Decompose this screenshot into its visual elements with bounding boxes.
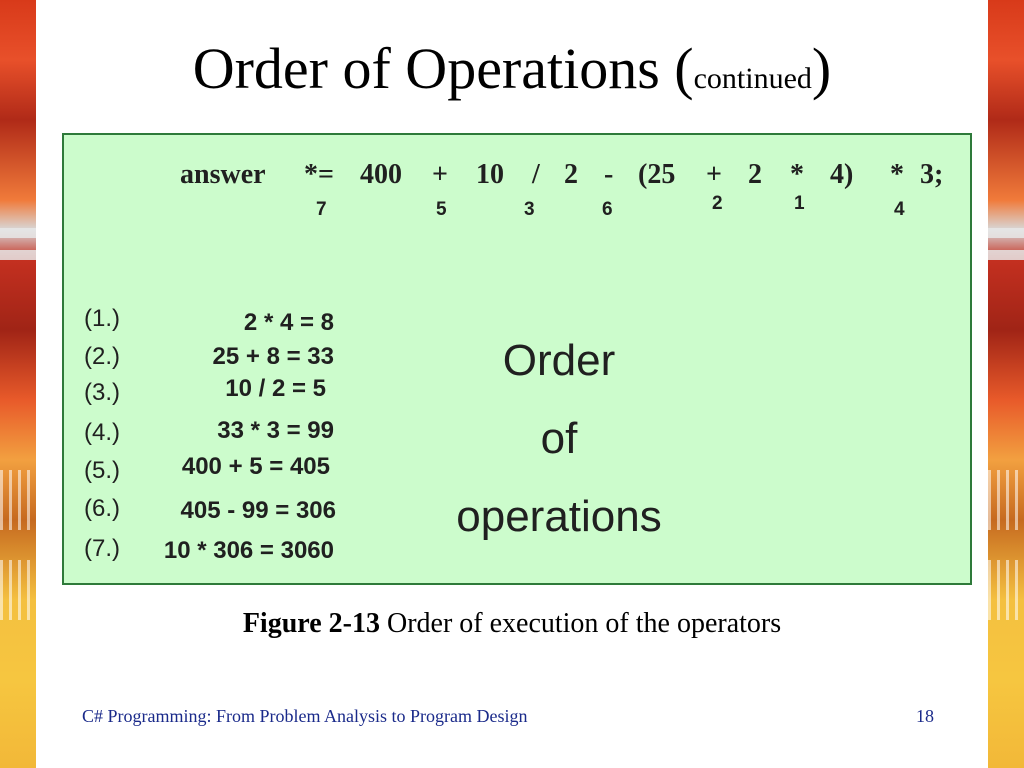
precedence-number: 3 (524, 199, 535, 220)
step-calculation: 2 * 4 = 8 (243, 309, 334, 336)
precedence-number: 6 (602, 199, 613, 220)
step-calculation: 10 / 2 = 5 (225, 375, 326, 402)
expr-token: (25 (638, 159, 676, 190)
big-text-operations: operations (456, 492, 662, 541)
footer-page-number: 18 (916, 706, 934, 726)
step-label: (1.) (84, 305, 120, 332)
step-calculation: 405 - 99 = 306 (180, 497, 336, 524)
expr-token: * (890, 159, 904, 190)
slide-title: Order of Operations (continued) (192, 36, 832, 101)
caption-text: Order of execution of the operators (379, 608, 782, 639)
step-label: (7.) (84, 535, 120, 562)
expr-token: + (706, 159, 722, 190)
step-calculation: 33 * 3 = 99 (217, 417, 334, 444)
expr-token: - (604, 159, 614, 190)
expr-token: 2 (564, 159, 578, 190)
expr-token: 10 (476, 159, 504, 190)
step-calculation: 10 * 306 = 3060 (163, 537, 334, 564)
expr-token: *= (304, 159, 334, 190)
expr-token: 4) (830, 159, 854, 190)
step-calculation: 400 + 5 = 405 (181, 453, 330, 480)
figure-panel: answer *= 400 + 10 / 2 - (25 + 2 * 4) * … (62, 133, 972, 585)
step-label: (5.) (84, 457, 120, 484)
precedence-number: 1 (794, 193, 805, 214)
precedence-number: 7 (316, 199, 327, 220)
precedence-number: 5 (436, 199, 447, 220)
caption-figure-label: Figure 2-13 (242, 608, 380, 639)
expr-token: 3; (920, 159, 944, 190)
expr-token: + (432, 159, 448, 190)
expr-token: * (790, 159, 804, 190)
expr-token: answer (180, 159, 266, 190)
step-label: (3.) (84, 379, 120, 406)
right-decorative-strip (988, 0, 1024, 768)
big-text-of: of (540, 414, 578, 463)
expr-token: 400 (360, 159, 402, 190)
step-label: (2.) (84, 343, 120, 370)
expr-token: / (532, 159, 540, 190)
step-label: (4.) (84, 419, 120, 446)
precedence-number: 2 (712, 193, 723, 214)
figure-caption: Figure 2-13 Order of execution of the op… (0, 608, 1024, 640)
big-text-order: Order (502, 336, 616, 385)
left-decorative-strip (0, 0, 36, 768)
step-calculation: 25 + 8 = 33 (212, 343, 334, 370)
footer-book-title: C# Programming: From Problem Analysis to… (82, 706, 528, 726)
step-label: (6.) (84, 495, 120, 522)
precedence-number: 4 (894, 199, 905, 220)
expr-token: 2 (748, 159, 762, 190)
